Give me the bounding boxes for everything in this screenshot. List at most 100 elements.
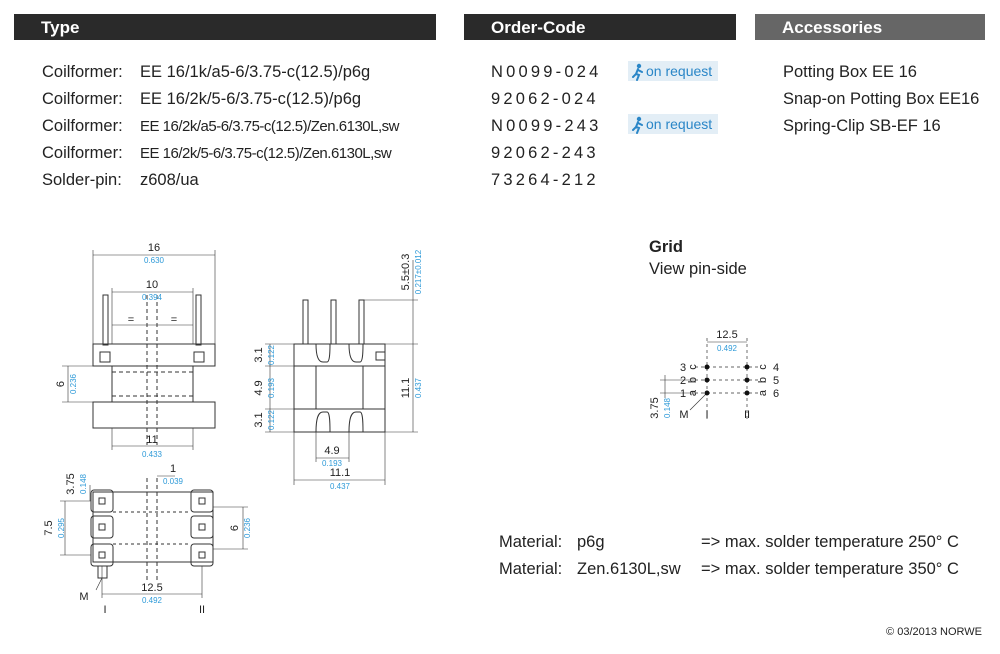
material-label: Material:: [499, 533, 563, 551]
dim-5-5-in: 0.217±0.012: [414, 249, 423, 294]
type-label: Coilformer:: [42, 63, 123, 81]
order-code: 92062-243: [491, 144, 599, 162]
type-value: EE 16/2k/5-6/3.75-c(12.5)/p6g: [140, 90, 362, 108]
grid-pin-4: 4: [773, 362, 779, 374]
dim-3-1: 3.1: [253, 347, 265, 362]
dim-4-9: 4.9: [324, 445, 339, 457]
grid-mark-i: I: [705, 409, 708, 421]
type-value: EE 16/2k/a5-6/3.75-c(12.5)/Zen.6130L,sw: [140, 118, 400, 135]
grid-abc: a: [757, 389, 769, 396]
grid-subtitle: View pin-side: [649, 260, 747, 278]
dim-12-5-in: 0.492: [142, 596, 163, 605]
runner-icon: [632, 63, 643, 81]
mark-i: I: [103, 604, 106, 616]
type-label: Solder-pin:: [42, 171, 122, 189]
dim-11-1: 11.1: [400, 378, 412, 399]
grid-pin-2: 2: [680, 375, 686, 387]
grid-dim-12-5-in: 0.492: [717, 344, 738, 353]
accessories-header: Accessories: [755, 14, 985, 40]
on-request-label: on request: [646, 63, 713, 79]
dim-12-5: 12.5: [141, 582, 162, 594]
material-row: Material: Zen.6130L,sw => max. solder te…: [499, 560, 959, 579]
type-label: Coilformer:: [42, 144, 123, 162]
dim-3-75-in: 0.148: [79, 473, 88, 494]
side-view-drawing: [265, 260, 418, 485]
accessory-item: Snap-on Potting Box EE16: [783, 90, 980, 108]
grid-pin-5: 5: [773, 375, 779, 387]
grid-pin-6: 6: [773, 388, 779, 400]
dim-6: 6: [55, 381, 67, 387]
copyright: © 03/2013 NORWE: [886, 626, 982, 638]
order-code-header: Order-Code: [464, 14, 736, 40]
dim-eq: =: [171, 314, 177, 326]
type-row: Coilformer: EE 16/1k/a5-6/3.75-c(12.5)/p…: [42, 63, 370, 82]
on-request-label: on request: [646, 116, 713, 132]
material-row: Material: p6g => max. solder temperature…: [499, 533, 959, 552]
dim-11-1: 11.1: [330, 467, 351, 479]
grid-pin-3: 3: [680, 362, 686, 374]
dim-16-in: 0.630: [144, 256, 165, 265]
accessory-item: Potting Box EE 16: [783, 63, 917, 81]
type-value: z608/ua: [140, 171, 199, 189]
material-note: => max. solder temperature 350° C: [701, 560, 959, 578]
type-row: Coilformer: EE 16/2k/a5-6/3.75-c(12.5)/Z…: [42, 117, 400, 136]
front-view-drawing: [62, 250, 216, 450]
dim-3-1-in: 0.122: [267, 409, 276, 430]
order-code: 73264-212: [491, 171, 599, 189]
grid-abc: a: [687, 389, 699, 396]
type-header: Type: [14, 14, 436, 40]
material-value: Zen.6130L,sw: [577, 560, 681, 578]
type-value: EE 16/1k/a5-6/3.75-c(12.5)/p6g: [140, 63, 371, 81]
dim-10-in: 0.394: [142, 293, 163, 302]
on-request-badge: on request: [628, 114, 719, 134]
dim-11-in: 0.433: [142, 450, 163, 459]
dim-1: 1: [170, 463, 176, 475]
grid-dim-3-75-in: 0.148: [663, 397, 672, 418]
grid-mark-m: M: [679, 409, 688, 421]
dim-10: 10: [146, 279, 158, 291]
dim-11: 11: [146, 434, 157, 446]
accessory-item: Spring-Clip SB-EF 16: [783, 117, 941, 135]
grid-pins: [704, 364, 750, 396]
dim-3-75: 3.75: [65, 473, 77, 494]
type-label: Coilformer:: [42, 90, 123, 108]
grid-abc: b: [687, 377, 699, 383]
material-label: Material:: [499, 560, 563, 578]
type-row: Coilformer: EE 16/2k/5-6/3.75-c(12.5)/Ze…: [42, 144, 392, 163]
grid-title: Grid: [649, 238, 683, 256]
type-value: EE 16/2k/5-6/3.75-c(12.5)/Zen.6130L,sw: [140, 145, 392, 162]
on-request-badge: on request: [628, 61, 719, 81]
grid-pin-1: 1: [680, 388, 686, 400]
grid-abc: c: [757, 364, 769, 370]
material-value: p6g: [577, 533, 605, 551]
dim-4-9-in: 0.193: [267, 377, 276, 398]
grid-abc: b: [757, 377, 769, 383]
dim-7-5: 7.5: [43, 520, 55, 535]
dim-7-5-in: 0.295: [57, 517, 66, 538]
mark-ii: II: [199, 604, 205, 616]
material-note: => max. solder temperature 250° C: [701, 533, 959, 551]
order-code: N0099-024: [491, 63, 602, 81]
grid-mark-ii: II: [744, 409, 750, 421]
dim-1-in: 0.039: [163, 477, 184, 486]
runner-icon: [632, 116, 643, 134]
dim-6: 6: [229, 525, 241, 531]
order-code: 92062-024: [491, 90, 599, 108]
type-label: Coilformer:: [42, 117, 123, 135]
dim-5-5: 5.5±0.3: [400, 254, 412, 291]
dim-11-1-in: 0.437: [414, 377, 423, 398]
mark-m: M: [79, 591, 88, 603]
grid-dim-3-75: 3.75: [649, 397, 661, 418]
type-row: Coilformer: EE 16/2k/5-6/3.75-c(12.5)/p6…: [42, 90, 361, 109]
dim-6-in: 0.236: [243, 517, 252, 538]
dim-4-9-in: 0.193: [322, 459, 343, 468]
dim-3-1: 3.1: [253, 412, 265, 427]
dim-16: 16: [148, 242, 160, 254]
order-code: N0099-243: [491, 117, 602, 135]
dim-6-in: 0.236: [69, 373, 78, 394]
dim-3-1-in: 0.122: [267, 344, 276, 365]
grid-abc: c: [687, 364, 699, 370]
bottom-view-drawing: [60, 475, 248, 598]
dim-11-1-in: 0.437: [330, 482, 351, 491]
